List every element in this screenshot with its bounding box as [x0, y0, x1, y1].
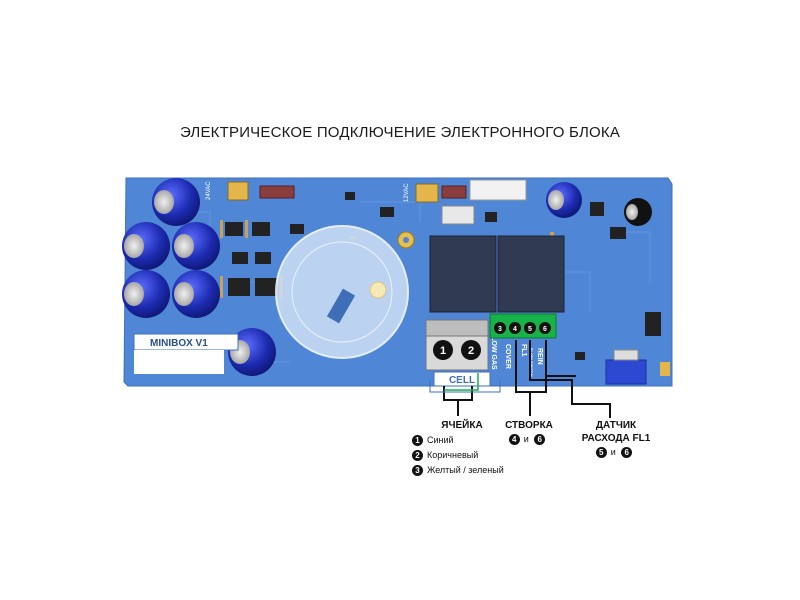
board-name: MINIBOX V1	[150, 338, 208, 349]
legend-sensor-heading: ДАТЧИК	[595, 420, 637, 431]
legend-cover-heading: СТВОРКА	[505, 420, 553, 431]
capacitors-left	[122, 178, 276, 376]
pcb-board: 24VAC 12VAC MINIBOX V1 1 2 CELL FLOW GAS…	[122, 177, 673, 387]
cover-label: COVER	[504, 344, 511, 369]
smd-chips	[225, 192, 661, 360]
flow-switch-label: FLOW SWITCH	[529, 348, 534, 377]
svg-text:4: 4	[513, 326, 517, 333]
terminal-cell-1	[433, 340, 453, 360]
svg-text:2: 2	[468, 345, 474, 357]
svg-text:6: 6	[543, 326, 547, 333]
svg-text:1: 1	[440, 345, 446, 357]
flow-gas-label: FLOW GAS	[490, 332, 497, 370]
label-12vac: 12VAC	[404, 183, 410, 202]
legend-sensor-subheading: РАСХОДА FL1	[581, 433, 651, 444]
svg-text:3: 3	[498, 326, 502, 333]
page-title: ЭЛЕКТРИЧЕСКОЕ ПОДКЛЮЧЕНИЕ ЭЛЕКТРОННОГО Б…	[179, 124, 621, 141]
legend-cell-heading: ЯЧЕЙКА	[441, 420, 483, 431]
terminal-cell-2	[461, 340, 481, 360]
rein-label: REIN	[536, 348, 543, 365]
cell-label: CELL	[449, 375, 475, 386]
svg-text:5: 5	[528, 326, 532, 333]
fl1-label: FL1	[520, 344, 527, 357]
relay-left	[429, 235, 497, 313]
label-24vac: 24VAC	[206, 181, 212, 200]
relay-right	[497, 235, 565, 313]
sensor-connector	[605, 359, 647, 385]
